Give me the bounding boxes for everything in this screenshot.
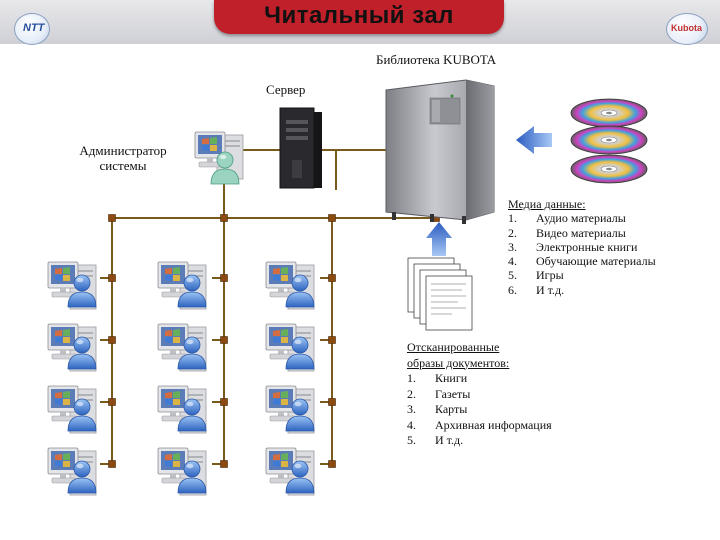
list-item: 6.И т.д. [508,282,565,297]
list-item: 2.Видео материалы [508,225,626,240]
ntt-logo-icon: NTT [14,13,50,45]
admin-label: Администратор системы [58,143,188,173]
list-item: 4.Архивная информация [407,417,552,432]
admin-workstation-icon [194,131,244,185]
workstation-icon [265,323,315,372]
media-data-list: Медиа данные: 1.Аудио материалы 2.Видео … [508,197,656,297]
workstation-icon [47,447,97,496]
tower-server-icon [279,107,322,189]
list-item: 3.Карты [407,402,468,416]
list-item: 4.Обучающие материалы [508,254,656,269]
workstation-icon [47,385,97,434]
disc-icons [570,98,648,184]
workstation-icon [157,385,207,434]
list-item: 5.И т.д. [407,433,464,447]
docs-heading-line1: Отсканированные [407,340,500,354]
document-stack-icon [407,257,473,331]
workstation-icon [157,323,207,372]
kubota-logo: Kubota [666,13,708,45]
mainframe-server-icon [385,79,495,224]
library-label: Библиотека KUBOTA [376,52,497,67]
page-title: Читальный зал [264,2,454,29]
admin-label-line1: Администратор [79,143,167,158]
arrow-left-icon [516,126,552,154]
workstation-icon [47,261,97,310]
workstation-icon [157,447,207,496]
list-item: 1.Книги [407,371,468,385]
docs-heading-line2: образы документов: [407,355,510,370]
client-workstations [47,261,315,496]
list-item: 5.Игры [508,268,564,283]
list-item: 3.Электронные книги [508,239,638,254]
workstation-icon [157,261,207,310]
admin-label-line2: системы [99,158,147,173]
workstation-icon [265,385,315,434]
list-item: 2.Газеты [407,386,471,401]
server-label: Сервер [266,82,306,97]
workstation-icon [47,323,97,372]
workstation-icon [265,447,315,496]
scanned-docs-list: Отсканированные образы документов: 1.Кни… [407,340,552,449]
arrow-up-icon [426,222,452,256]
media-heading: Медиа данные: [508,197,586,211]
list-item: 1.Аудио материалы [508,211,626,226]
title-tab [214,0,504,34]
workstation-icon [265,261,315,310]
